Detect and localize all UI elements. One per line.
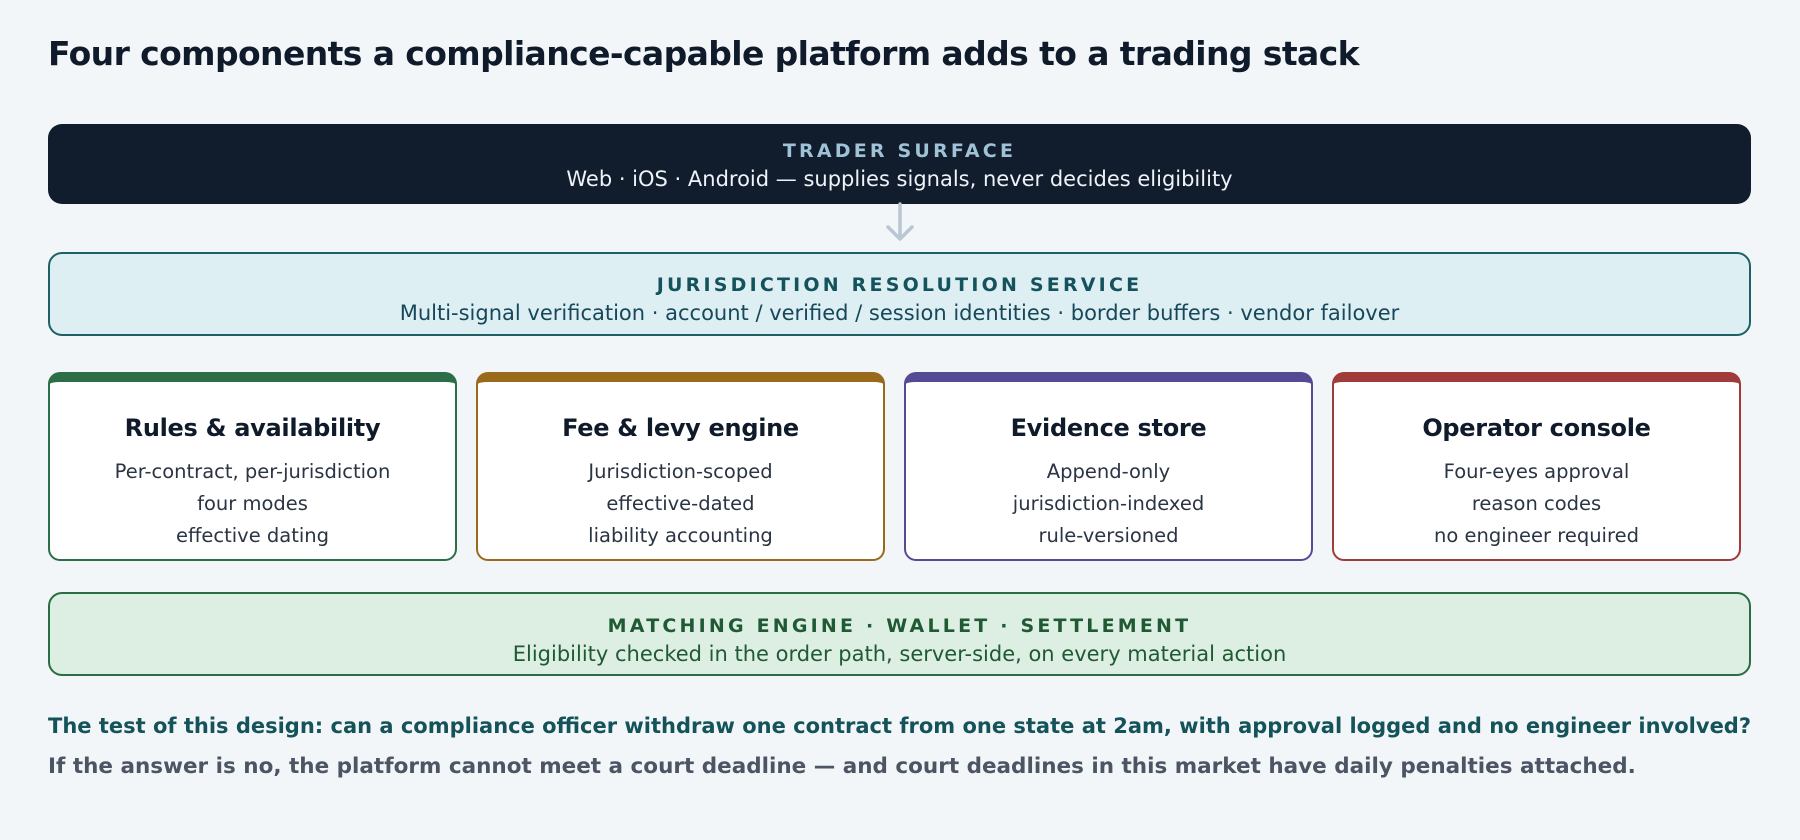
component-line: four modes: [197, 492, 308, 515]
arrow-down-icon: [886, 202, 914, 241]
component-line: jurisdiction-indexed: [1012, 492, 1205, 515]
jurisdiction-service-band: JURISDICTION RESOLUTION SERVICE Multi-si…: [48, 252, 1751, 336]
component-line: rule-versioned: [1038, 524, 1179, 547]
trader-surface-label: TRADER SURFACE: [782, 140, 1017, 162]
component-card-evidence: Evidence store Append-only jurisdiction-…: [904, 372, 1313, 561]
component-line: Per-contract, per-jurisdiction: [114, 460, 391, 483]
footer-question: The test of this design: can a complianc…: [48, 714, 1752, 738]
component-line: effective-dated: [606, 492, 755, 515]
component-title: Rules & availability: [124, 414, 381, 442]
page-title: Four components a compliance-capable pla…: [48, 34, 1360, 73]
component-line: Append-only: [1046, 460, 1171, 483]
component-line: effective dating: [175, 524, 330, 547]
footer-answer: If the answer is no, the platform cannot…: [48, 754, 1636, 779]
component-title: Fee & levy engine: [562, 414, 799, 442]
component-title: Evidence store: [1010, 414, 1207, 442]
jurisdiction-service-description: Multi-signal verification · account / ve…: [399, 301, 1400, 325]
component-card-fee: Fee & levy engine Jurisdiction-scoped ef…: [476, 372, 885, 561]
component-title: Operator console: [1422, 414, 1651, 442]
matching-engine-description: Eligibility checked in the order path, s…: [512, 642, 1287, 666]
component-line: Four-eyes approval: [1443, 460, 1630, 483]
component-card-rules: Rules & availability Per-contract, per-j…: [48, 372, 457, 561]
matching-engine-band: MATCHING ENGINE · WALLET · SETTLEMENT El…: [48, 592, 1751, 676]
component-line: reason codes: [1471, 492, 1602, 515]
matching-engine-label: MATCHING ENGINE · WALLET · SETTLEMENT: [607, 615, 1192, 637]
component-line: no engineer required: [1434, 524, 1639, 547]
component-card-operator: Operator console Four-eyes approval reas…: [1332, 372, 1741, 561]
jurisdiction-service-label: JURISDICTION RESOLUTION SERVICE: [656, 274, 1143, 296]
trader-surface-description: Web · iOS · Android — supplies signals, …: [566, 167, 1233, 191]
component-line: liability accounting: [588, 524, 773, 547]
component-line: Jurisdiction-scoped: [588, 460, 773, 483]
trader-surface-band: TRADER SURFACE Web · iOS · Android — sup…: [48, 124, 1751, 204]
